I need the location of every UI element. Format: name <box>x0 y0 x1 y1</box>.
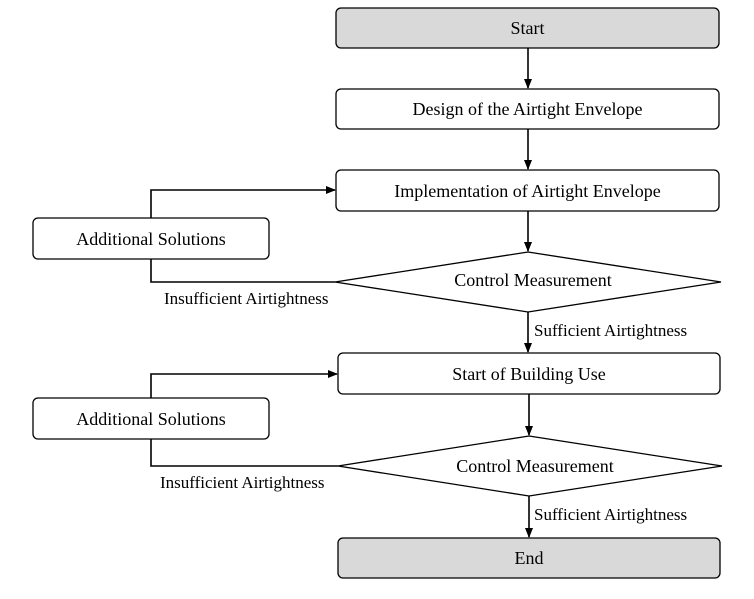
loop-additional-1-to-implementation <box>150 186 336 218</box>
loop-control-2-to-additional-2 <box>150 439 338 467</box>
end-label: End <box>515 548 544 568</box>
loop-control-1-to-additional-1 <box>150 259 335 283</box>
implementation-label: Implementation of Airtight Envelope <box>394 181 660 201</box>
insufficient-airtightness-label-2: Insufficient Airtightness <box>160 473 324 492</box>
design-label: Design of the Airtight Envelope <box>413 99 643 119</box>
building-use-label: Start of Building Use <box>452 364 606 384</box>
control-measurement-label-1: Control Measurement <box>454 270 611 290</box>
start-label: Start <box>511 18 545 38</box>
additional-solutions-label-1: Additional Solutions <box>76 229 226 249</box>
sufficient-airtightness-label-1: Sufficient Airtightness <box>534 321 687 340</box>
loop-additional-2-to-building-use <box>150 370 338 398</box>
insufficient-airtightness-label-1: Insufficient Airtightness <box>164 289 328 308</box>
sufficient-airtightness-label-2: Sufficient Airtightness <box>534 505 687 524</box>
end-box <box>337 537 721 579</box>
additional-solutions-label-2: Additional Solutions <box>76 409 226 429</box>
control-measurement-label-2: Control Measurement <box>456 456 613 476</box>
